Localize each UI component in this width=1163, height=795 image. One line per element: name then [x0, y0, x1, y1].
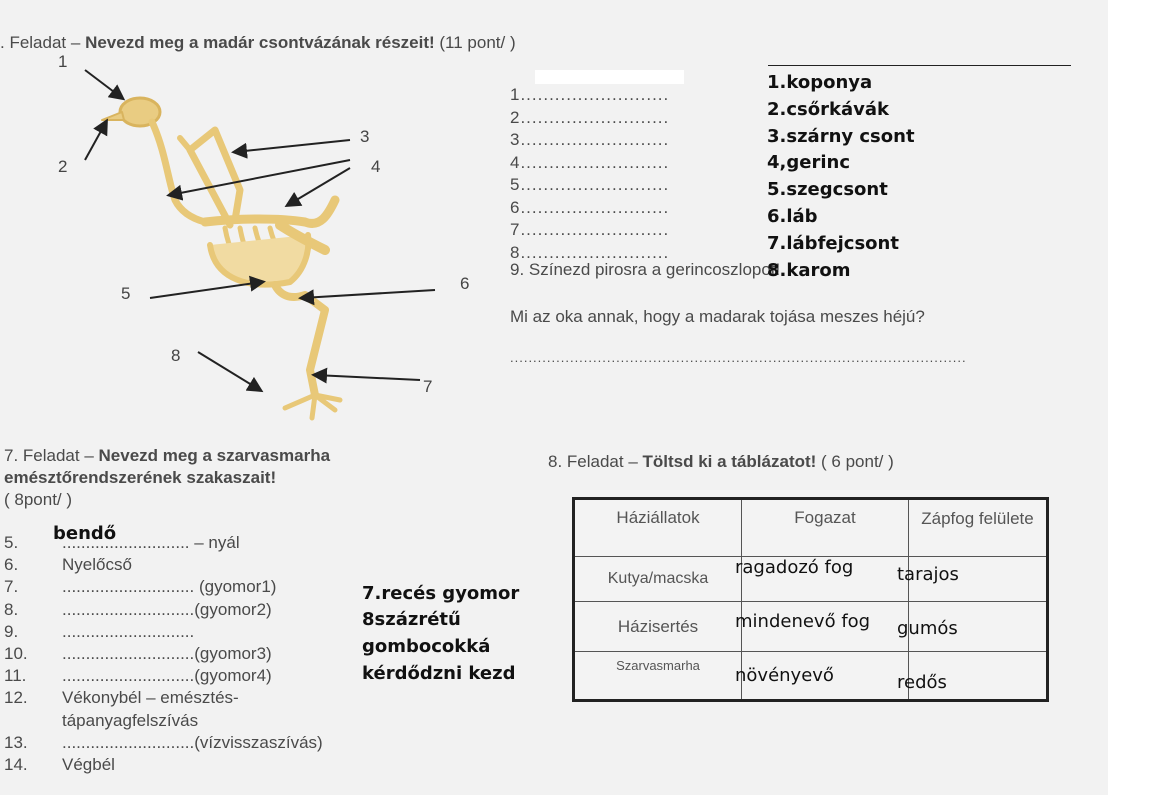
cell-surface	[908, 601, 1048, 652]
diagram-label-5: 5	[121, 284, 131, 303]
diagram-label-6: 6	[460, 274, 470, 293]
task7-row: 13.............................(vízvissz…	[4, 732, 323, 752]
task6-heading: . Feladat – Nevezd meg a madár csontvázá…	[0, 33, 516, 53]
answer-2: 2.csőrkávák	[767, 98, 889, 120]
task7-answer-9: gombocokká	[362, 636, 491, 657]
task7-row: 6.Nyelőcső	[4, 555, 132, 575]
task8-heading-bold: Töltsd ki a táblázatot!	[642, 452, 817, 471]
header-surface: Zápfog felülete	[908, 498, 1048, 557]
cell-teeth	[741, 651, 909, 701]
answer-3: 3.szárny csont	[767, 125, 915, 147]
task6-question: Mi az oka annak, hogy a madarak tojása m…	[510, 307, 925, 326]
task6-answer-dots: ........................................…	[510, 350, 967, 365]
task7-heading-bold-1: Nevezd meg a szarvasmarha	[98, 446, 331, 465]
table-row: Kutya/macska	[573, 556, 1048, 602]
line-5: 5..........................	[510, 175, 670, 194]
line-4: 4..........................	[510, 152, 670, 172]
answer-5: 5.szegcsont	[767, 179, 888, 201]
task7-row: 14.Végbél	[4, 755, 115, 775]
diagram-label-8: 8	[171, 346, 181, 365]
line-3: 3..........................	[510, 130, 670, 149]
table-answer-teeth-3: növényevő	[735, 665, 834, 686]
answer-6: 6.láb	[767, 205, 818, 227]
diagram-label-1: 1	[58, 52, 68, 71]
task8-heading-suffix: ( 6 pont/ )	[816, 452, 894, 471]
task7-answer-10: kérdődzni kezd	[362, 663, 516, 684]
cell-animal: Házisertés	[573, 601, 742, 652]
line-6: 6..........................	[510, 197, 670, 217]
answer-4: 4,gerinc	[767, 152, 850, 174]
answer-8: 8.karom	[767, 259, 851, 281]
task7-row: tápanyagfelszívás	[62, 710, 199, 730]
table-row: Szarvasmarha	[573, 651, 1048, 701]
task6-typed-answers: 1.koponya 2.csőrkávák 3.szárny csont 4,g…	[767, 70, 915, 284]
answer-7: 7.lábfejcsont	[767, 232, 899, 254]
cell-surface	[908, 651, 1048, 701]
task7-points: ( 8pont/ )	[4, 490, 73, 509]
task7-row: 5............................ – nyál	[4, 533, 240, 552]
header-teeth: Fogazat	[741, 498, 909, 557]
task6-heading-prefix: . Feladat –	[0, 33, 86, 52]
task7-answer-bendo: bendő	[53, 523, 117, 544]
task7-answer-7: 7.recés gyomor	[362, 583, 520, 604]
task8-heading: 8. Feladat – Töltsd ki a táblázatot! ( 6…	[548, 452, 894, 472]
table-answer-teeth-1: ragadozó fog	[735, 557, 854, 578]
cell-teeth	[741, 601, 909, 652]
task6-heading-bold: Nevezd meg a madár csontvázának részeit!	[85, 33, 435, 52]
cell-teeth	[741, 556, 909, 602]
header-animals: Háziállatok	[573, 498, 742, 557]
task7-row: 12.Vékonybél – emésztés-	[4, 688, 239, 708]
white-patch	[535, 70, 684, 84]
task7-row: 10.............................(gyomor3)	[4, 644, 272, 664]
task7-row: 8.............................(gyomor2)	[4, 599, 272, 619]
table-row: Házisertés	[573, 601, 1048, 652]
task7-heading: 7. Feladat – Nevezd meg a szarvasmarha e…	[4, 445, 330, 511]
task7-heading-prefix: 7. Feladat –	[4, 446, 99, 465]
line-2: 2..........................	[510, 107, 670, 127]
task8-heading-prefix: 8. Feladat –	[548, 452, 643, 471]
table-header-row: Háziállatok Fogazat Zápfog felülete	[573, 498, 1048, 557]
task7-list: 5............................ – nyál 6.N…	[4, 532, 323, 776]
line-7: 7..........................	[510, 220, 670, 239]
task7-row: 9.............................	[4, 621, 195, 641]
table-answer-surface-3: redős	[897, 672, 947, 693]
line-1: 1..........................	[510, 85, 670, 104]
top-rule	[768, 65, 1071, 66]
task7-answer-8: 8százrétű	[362, 609, 461, 630]
cell-animal: Szarvasmarha	[573, 651, 742, 701]
line-8: 8..........................	[510, 242, 670, 262]
task6-q9: 9. Színezd pirosra a gerincoszlopot!	[510, 260, 781, 279]
bird-skeleton-diagram	[84, 69, 436, 421]
diagram-label-7: 7	[423, 377, 433, 396]
task7-heading-bold-2: emésztőrendszerének szakaszait!	[4, 468, 277, 487]
cell-surface	[908, 556, 1048, 602]
table-answer-teeth-2: mindenevő fog	[735, 611, 871, 632]
task7-row: 7............................. (gyomor1)	[4, 577, 277, 597]
task6-answer-lines: 1.......................... 2...........…	[510, 84, 669, 264]
task6-heading-suffix: (11 pont/ )	[434, 33, 516, 52]
task8-table: Háziállatok Fogazat Zápfog felülete Kuty…	[572, 497, 1049, 702]
diagram-label-3: 3	[360, 127, 370, 146]
answer-1: 1.koponya	[767, 72, 873, 93]
diagram-label-4: 4	[371, 157, 381, 176]
task7-row: 11.............................(gyomor4)	[4, 666, 272, 686]
cell-animal: Kutya/macska	[573, 556, 742, 602]
table-answer-surface-1: tarajos	[897, 564, 959, 585]
table-answer-surface-2: gumós	[897, 618, 958, 639]
diagram-label-2: 2	[58, 157, 68, 176]
